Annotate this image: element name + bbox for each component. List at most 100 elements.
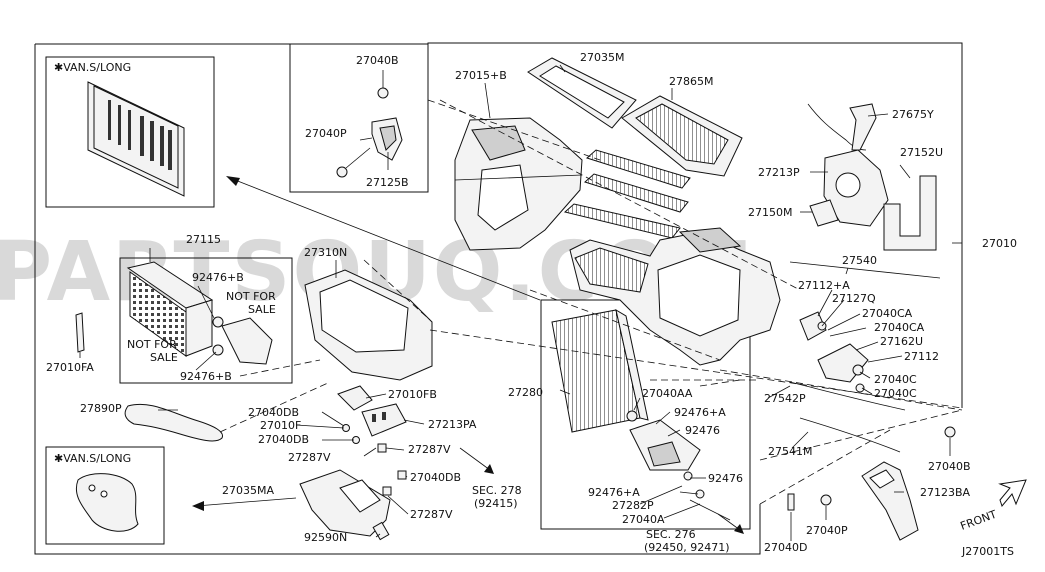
bolt-27040B-top-drawing	[377, 70, 389, 99]
label-27890P: 27890P	[80, 402, 122, 415]
label-27213PA: 27213PA	[428, 418, 477, 431]
label-27010FA: 27010FA	[46, 361, 94, 374]
not-for-sale-2-line1: NOT FOR	[127, 338, 177, 351]
variant-box-top	[45, 56, 215, 208]
label-27675Y: 27675Y	[892, 108, 934, 121]
hose-27675Y-drawing	[807, 103, 877, 151]
label-92476A-1: 92476+A	[674, 406, 726, 419]
hvac-unit-27010-drawing	[569, 227, 781, 366]
variant-label-top: ✱VAN.S/LONG	[54, 61, 131, 74]
not-for-sale-1-line1: NOT FOR	[226, 290, 276, 303]
variant-box-bottom	[45, 446, 165, 545]
label-27015B: 27015+B	[455, 69, 507, 82]
figure-code: J27001TS	[961, 545, 1014, 558]
label-27865M: 27865M	[669, 75, 713, 88]
label-92476-1: 92476	[685, 424, 720, 437]
sec276-line1: SEC. 276	[646, 528, 696, 541]
label-27150M: 27150M	[748, 206, 792, 219]
label-27112: 27112	[904, 350, 939, 363]
label-27010FB: 27010FB	[388, 388, 437, 401]
cable-27542P-drawing	[789, 381, 906, 411]
label-27125B: 27125B	[366, 176, 409, 189]
motor-27213PA-drawing	[361, 403, 407, 437]
label-27040AA: 27040AA	[642, 387, 693, 400]
part-92590N-drawing	[372, 521, 390, 541]
sec276-line2: (92450, 92471)	[644, 541, 730, 554]
pipe-27115-drawing	[212, 316, 273, 365]
leader-lines	[79, 64, 963, 541]
label-27040A: 27040A	[622, 513, 665, 526]
label-27040B-bottom: 27040B	[928, 460, 971, 473]
main-border-path	[34, 42, 963, 555]
label-27541M: 27541M	[768, 445, 812, 458]
blower-27213P-drawing	[809, 149, 889, 227]
screw-27040P-top-drawing	[336, 147, 371, 178]
label-27213P: 27213P	[758, 166, 800, 179]
not-for-sale-1-line2: SALE	[248, 303, 276, 316]
actuator-27112-drawing	[817, 343, 869, 393]
variant-panel-top-drawing	[87, 81, 185, 197]
not-for-sale-2-line2: SALE	[150, 351, 178, 364]
label-27040DB-2: 27040DB	[258, 433, 309, 446]
label-27035MA: 27035MA	[222, 484, 274, 497]
sec278-line2: (92415)	[474, 497, 518, 510]
label-27127Q: 27127Q	[832, 292, 876, 305]
sec278-line1: SEC. 278	[472, 484, 522, 497]
filter-27010FA-drawing	[75, 312, 85, 353]
clip-27010FB-drawing	[337, 385, 373, 411]
case-27015B-drawing	[454, 117, 583, 251]
case-27310N-drawing	[304, 269, 433, 381]
label-27035M: 27035M	[580, 51, 624, 64]
label-27040C-2: 27040C	[874, 387, 917, 400]
label-92476B-1: 92476+B	[192, 271, 244, 284]
fasteners-27040DB-drawing	[342, 424, 407, 496]
label-27040B-top: 27040B	[356, 54, 399, 67]
label-27010F: 27010F	[260, 419, 301, 432]
vane-strips-drawing	[563, 149, 691, 239]
label-92476-2: 92476	[708, 472, 743, 485]
label-27040C-1: 27040C	[874, 373, 917, 386]
heater-core-27115-drawing	[126, 261, 214, 357]
label-27010: 27010	[982, 237, 1017, 250]
duct-27890P-drawing	[124, 403, 224, 442]
label-27152U: 27152U	[900, 146, 943, 159]
label-27287V-3: 27287V	[410, 508, 453, 521]
text-labels: ✱VAN.S/LONG ✱VAN.S/LONG 27040B 27035M 27…	[46, 51, 1017, 558]
variant-plate-bottom-drawing	[76, 473, 139, 532]
label-27040P-top: 27040P	[305, 127, 347, 140]
valve-27282P-drawing	[626, 410, 731, 521]
label-27540: 27540	[842, 254, 877, 267]
label-27310N: 27310N	[304, 246, 347, 259]
sub-frame-27115	[119, 257, 293, 384]
label-27162U: 27162U	[880, 335, 923, 348]
label-27123BA: 27123BA	[920, 486, 971, 499]
variant-label-bottom: ✱VAN.S/LONG	[54, 452, 131, 465]
bracket-27125B-drawing	[371, 117, 403, 161]
label-92476B-2: 92476+B	[180, 370, 232, 383]
label-27040DB-3: 27040DB	[410, 471, 461, 484]
label-27040DB-1: 27040DB	[248, 406, 299, 419]
label-27112A: 27112+A	[798, 279, 850, 292]
label-27280: 27280	[508, 386, 543, 399]
duct-27123BA-drawing	[861, 461, 919, 541]
label-27287V-1: 27287V	[288, 451, 331, 464]
bolts-lower-drawing	[787, 426, 956, 511]
duct-27865M-drawing	[621, 95, 743, 177]
rod-27540-drawing	[789, 261, 941, 279]
label-27040CA-2: 27040CA	[874, 321, 925, 334]
sub-frame-27125B	[289, 44, 429, 193]
label-27287V-2: 27287V	[408, 443, 451, 456]
duct-27152U-drawing	[883, 175, 937, 251]
label-27040CA-1: 27040CA	[862, 307, 913, 320]
label-27282P: 27282P	[612, 499, 654, 512]
duct-27035M-drawing	[527, 57, 637, 129]
front-arrow	[998, 479, 1027, 508]
label-27040D: 27040D	[764, 541, 807, 554]
cable-27541M-drawing	[799, 417, 901, 453]
label-27040P-bottom: 27040P	[806, 524, 848, 537]
label-27542P: 27542P	[764, 392, 806, 405]
label-27115: 27115	[186, 233, 221, 246]
label-92476A-2: 92476+A	[588, 486, 640, 499]
label-92590N: 92590N	[304, 531, 347, 544]
